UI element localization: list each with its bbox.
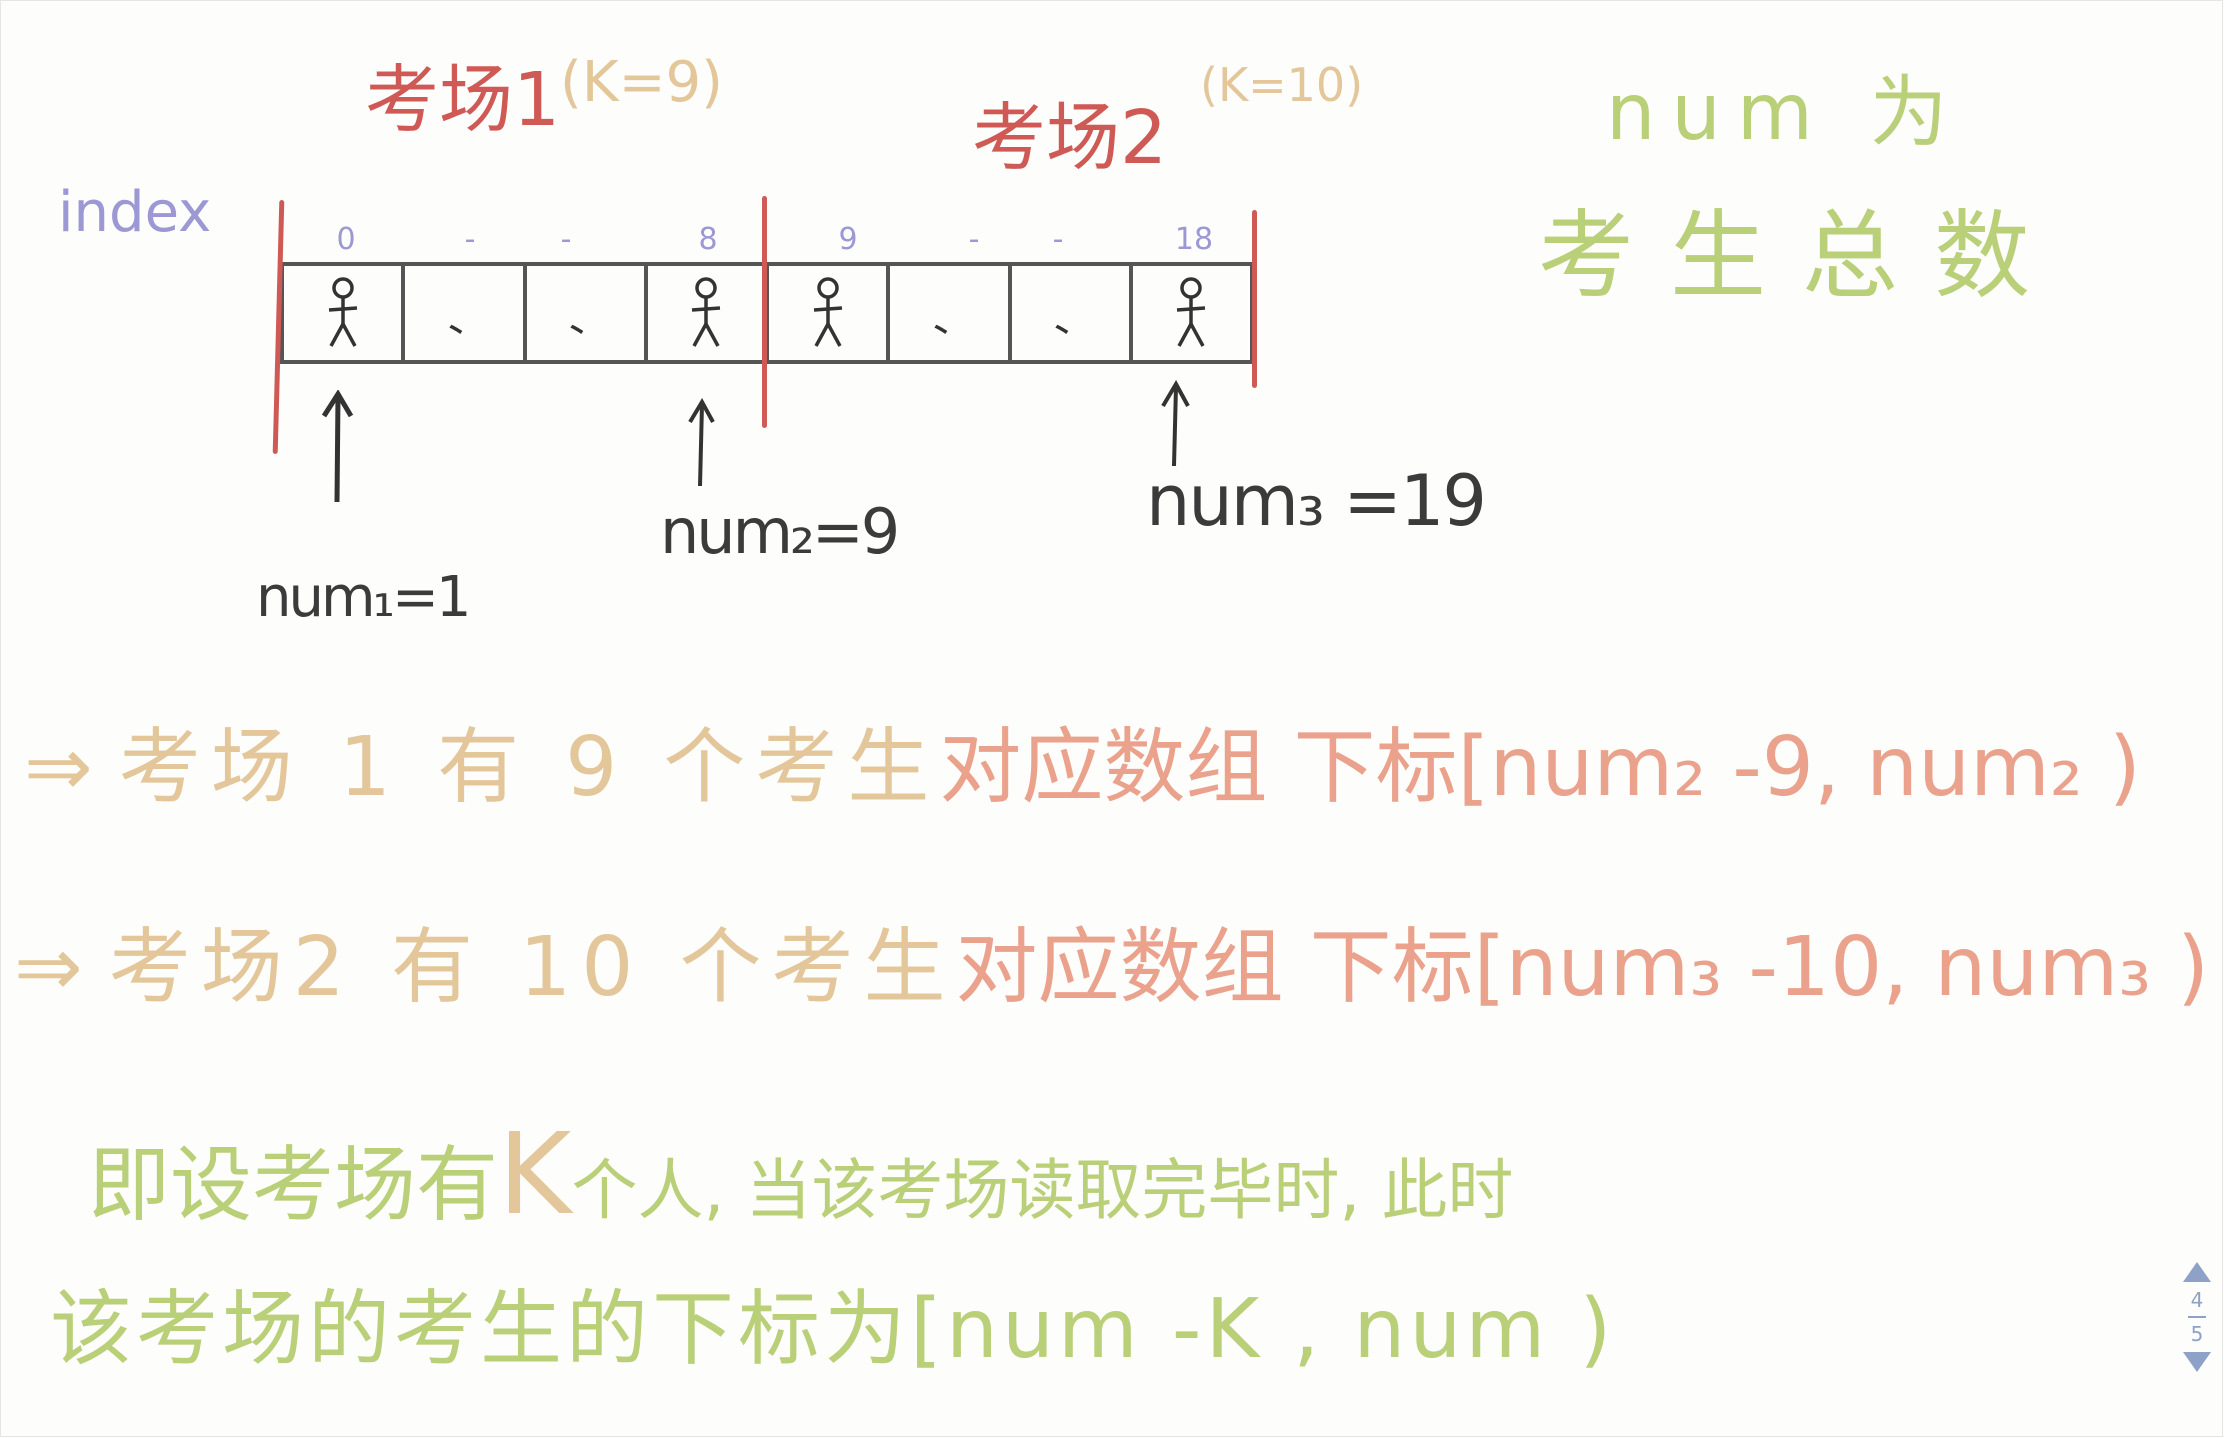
room1-k: (K=9) [560,50,723,115]
ellipsis-mark: 、 [560,289,612,345]
explanation-line-1: ⇒ 考场 1 有 9 个考生对应数组 下标[num₂ -9, num₂ ) [24,700,2141,819]
conclusion-k: K [498,1110,572,1240]
page-down-icon[interactable] [2183,1352,2211,1372]
array-cell: 、 [1012,266,1133,360]
index-label: index [58,180,212,245]
index-11: - [1052,222,1064,257]
ellipsis-mark: 、 [439,289,491,345]
index-1: - [464,222,476,257]
ellipsis-mark: 、 [1045,289,1097,345]
conclusion-line-1: 即设考场有K个人, 当该考场读取完毕时, 此时 [88,1110,1513,1240]
line2-room-text: 考场2 有 10 个考生 [108,920,956,1015]
array-cell [648,266,769,360]
index-18: 18 [1174,222,1214,257]
total-pages: 5 [2190,1322,2204,1346]
room2-end-divider [1252,210,1257,388]
array-cell [769,266,891,360]
room-boundary-divider [762,196,767,428]
implies-arrow-2: ⇒ [14,920,83,1015]
page-up-icon[interactable] [2183,1262,2211,1282]
page-indicator: 4 5 [2180,1262,2214,1372]
student-icon [692,277,721,347]
pointer-label-1: num₁=1 [256,565,472,630]
conclusion-part-b: 个人, 当该考场读取完毕时, 此时 [571,1152,1514,1229]
conclusion-line-2: 该考场的考生的下标为[num -K , num ) [50,1282,1616,1377]
index-9: 9 [838,222,858,257]
student-icon [813,277,842,347]
array-cell [1133,266,1250,360]
pointer-arrow-2 [688,398,715,487]
explanation-line-2: ⇒ 考场2 有 10 个考生对应数组 下标[num₃ -10, num₃ ) [14,900,2209,1019]
pointer-arrow-1 [321,390,354,503]
student-icon [1177,277,1206,347]
array-boxes: 、 、 、 、 [280,262,1254,364]
current-page: 4 [2190,1288,2204,1312]
side-note-line2: 考生总数 [1538,200,2066,312]
array-cell [284,266,406,360]
array-cell: 、 [890,266,1012,360]
room2-k: (K=10) [1200,58,1364,112]
student-icon [328,277,357,347]
index-10: - [968,222,980,257]
array-cell: 、 [405,266,527,360]
side-note-line1: num 为 [1606,68,1964,158]
implies-arrow-1: ⇒ [24,720,93,815]
pointer-arrow-3 [1161,380,1190,467]
ellipsis-mark: 、 [924,289,976,345]
room1-title: 考场1 [365,57,561,143]
index-2: - [560,222,572,257]
page-separator [2188,1316,2206,1318]
line1-room-text: 考场 1 有 9 个考生 [118,720,940,815]
line1-index-range: 对应数组 下标[num₂ -9, num₂ ) [939,720,2141,815]
conclusion-part-a: 即设考场有 [88,1138,499,1233]
index-0: 0 [336,222,356,257]
index-8: 8 [698,222,718,257]
pointer-label-3: num₃ =19 [1146,460,1487,542]
room2-title: 考场2 [972,95,1168,181]
array-cell: 、 [527,266,648,360]
line2-index-range: 对应数组 下标[num₃ -10, num₃ ) [955,920,2210,1015]
pointer-label-2: num₂=9 [660,495,900,568]
